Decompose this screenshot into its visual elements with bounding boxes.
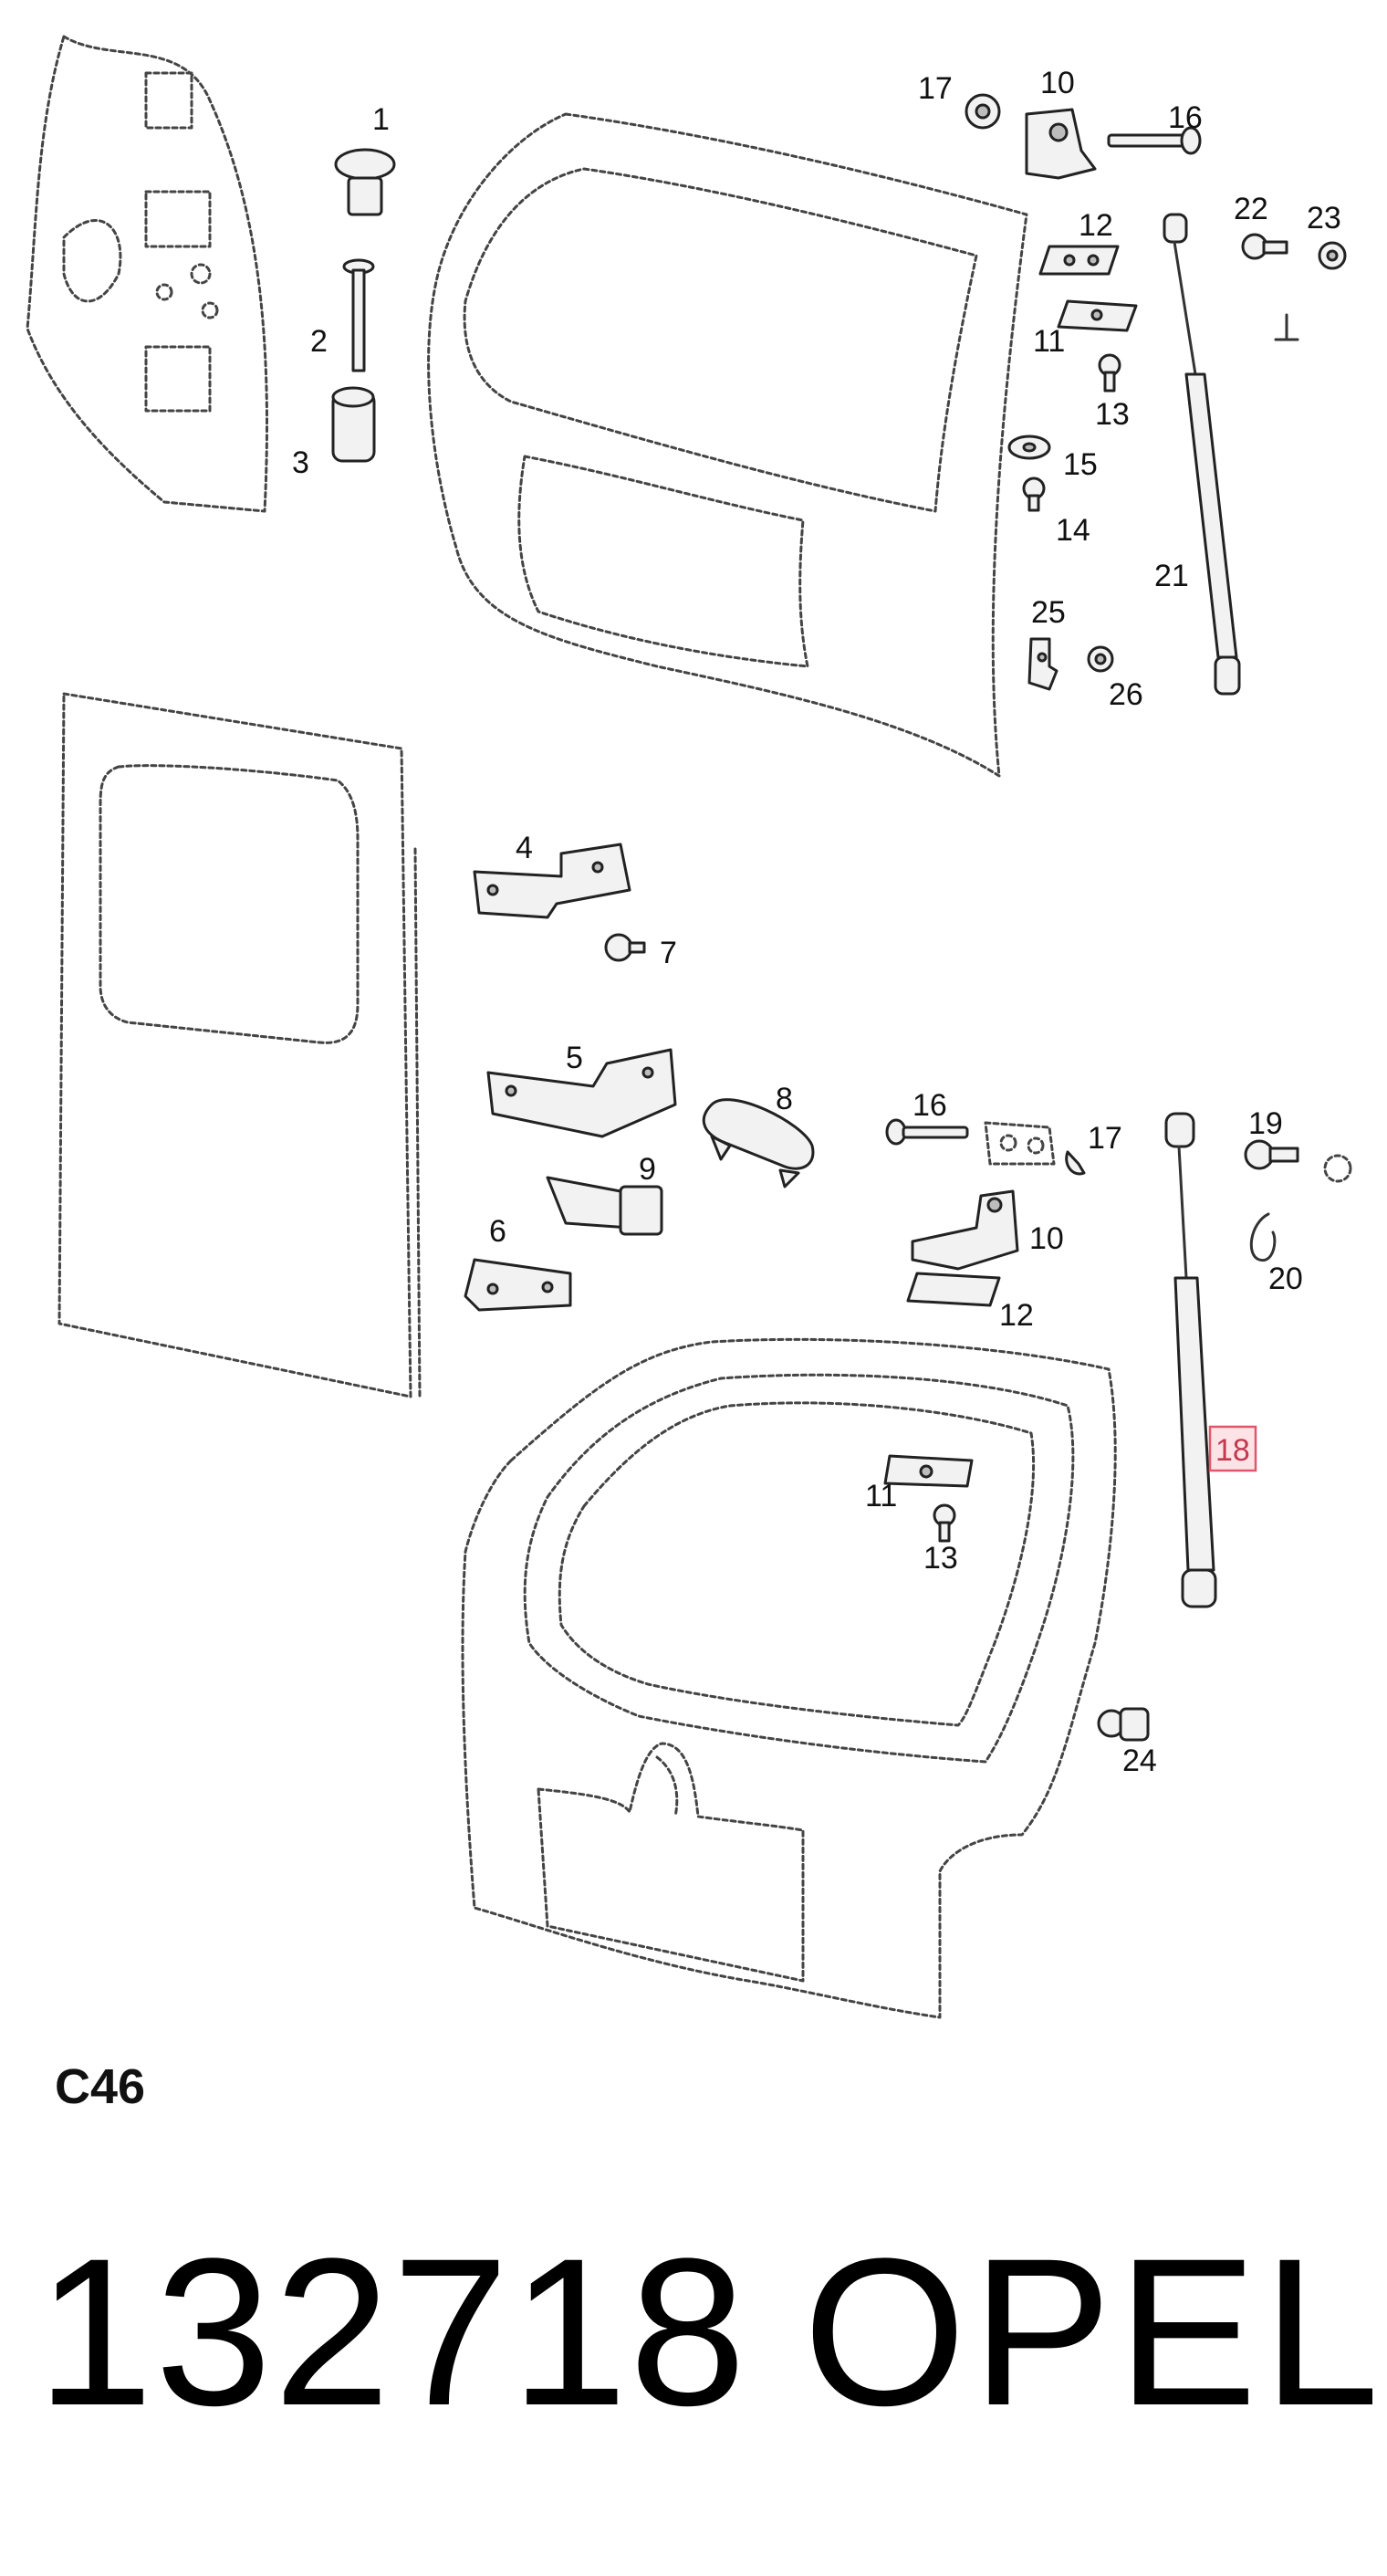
part-16-bolt-top: [1107, 126, 1202, 155]
callout-4: 4: [516, 831, 533, 865]
callout-18: 18: [1215, 1433, 1250, 1468]
callout-26: 26: [1109, 677, 1143, 712]
callout-23: 23: [1307, 201, 1341, 236]
part-23-nut: [1318, 241, 1347, 270]
callout-9: 9: [639, 1152, 656, 1187]
callout-2: 2: [310, 324, 328, 359]
callout-15: 15: [1063, 447, 1098, 482]
catalog-number: 132718: [36, 2215, 748, 2449]
part-25-bracket: [1027, 637, 1058, 691]
nut-near-part-19: [1323, 1154, 1352, 1183]
callout-19: 19: [1248, 1106, 1283, 1141]
callout-16-lower: 16: [912, 1088, 947, 1123]
car-body-corner-drawing: [26, 35, 268, 513]
tailgate-lower-drawing: [461, 1337, 1117, 2019]
part-24-buffer: [1097, 1707, 1150, 1742]
callout-1: 1: [372, 102, 390, 137]
callout-20: 20: [1268, 1262, 1303, 1296]
part-17-washer-top: [965, 93, 1001, 130]
diagram-code: C46: [55, 2059, 146, 2114]
side-rear-door-drawing: [57, 692, 422, 1398]
part-22-ball-stud: [1241, 233, 1288, 260]
part-3-bush: [331, 386, 376, 463]
callout-22: 22: [1234, 192, 1268, 226]
part-18-gas-strut: [1164, 1112, 1217, 1608]
callout-12-top: 12: [1079, 208, 1113, 243]
part-7-bolt: [604, 933, 646, 962]
tailgate-upper-drawing: [427, 112, 1028, 778]
callout-6: 6: [489, 1214, 506, 1249]
callout-17-top: 17: [918, 71, 953, 106]
part-16-bolt-lower: [885, 1118, 969, 1146]
callout-7: 7: [660, 936, 677, 970]
part-26-nut: [1087, 645, 1114, 673]
callout-18-highlight[interactable]: 18: [1208, 1425, 1257, 1472]
callout-14: 14: [1056, 513, 1090, 548]
part-10-hinge-lower: [911, 1189, 1019, 1271]
callout-12-lower: 12: [999, 1298, 1034, 1333]
part-12-plate-lower: [906, 1272, 1001, 1307]
part-2-pin: [342, 258, 375, 372]
callout-25: 25: [1031, 595, 1066, 630]
part-11-plate-top: [1057, 299, 1138, 332]
part-12-plate-top: [1038, 245, 1120, 276]
part-15-washer: [1007, 435, 1051, 460]
part-5-hinge: [486, 1048, 677, 1138]
callout-16-top: 16: [1168, 100, 1203, 135]
callout-10-top: 10: [1040, 66, 1075, 100]
part-20-clip: [1249, 1212, 1277, 1262]
callout-13-top: 13: [1095, 397, 1130, 432]
part-13-screw-lower: [933, 1503, 956, 1543]
callout-8: 8: [776, 1082, 793, 1116]
part-17-washer-lower: [1065, 1150, 1086, 1176]
part-8-handle: [702, 1098, 815, 1189]
part-9-buffer: [546, 1176, 663, 1236]
callout-13-lower: 13: [923, 1541, 958, 1576]
part-11-plate-lower: [883, 1454, 974, 1488]
part-14-screw: [1022, 476, 1046, 512]
part-19-ball-stud: [1244, 1139, 1299, 1170]
part-21-gas-strut: [1163, 213, 1241, 696]
retaining-pin-top: [1274, 313, 1299, 341]
callout-5: 5: [566, 1041, 583, 1075]
callout-3: 3: [292, 445, 309, 480]
callout-21: 21: [1154, 559, 1189, 593]
part-13-screw-top: [1098, 353, 1121, 393]
callout-11-lower: 11: [865, 1479, 897, 1513]
callout-11-top: 11: [1033, 324, 1065, 359]
part-4-hinge: [473, 843, 631, 919]
part-6-hinge: [464, 1258, 572, 1312]
part-10-hinge-top: [1025, 108, 1097, 180]
callout-17-lower: 17: [1088, 1121, 1122, 1156]
callout-24: 24: [1122, 1744, 1157, 1778]
part-1-clip: [334, 148, 396, 216]
callout-10-lower: 10: [1029, 1221, 1064, 1256]
hinge-gasket: [984, 1121, 1056, 1166]
brand-name: OPEL: [803, 2215, 1385, 2449]
